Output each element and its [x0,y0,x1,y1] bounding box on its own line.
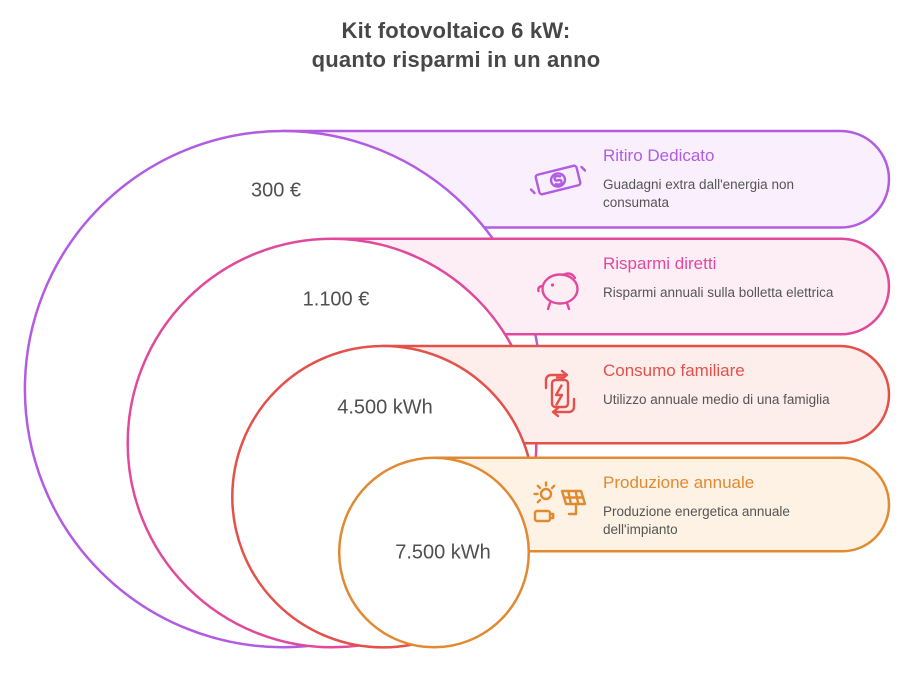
card-title-ritiro-dedicato: Ritiro Dedicato [603,146,715,165]
card-text-consumo-familiare: Consumo familiare Utilizzo annuale medio… [603,360,841,409]
card-shape-produzione-annuale [432,456,891,553]
card-description-consumo-familiare: Utilizzo annuale medio di una famiglia [603,392,830,407]
card-text-ritiro-dedicato: Ritiro Dedicato Guadagni extra dall'ener… [603,145,841,212]
piggy-bank-icon [537,272,579,311]
circle-produzione-annuale [337,456,531,649]
value-label-consumo-familiare: 4.500 kWh [337,396,433,419]
card-description-risparmi-diretti: Risparmi annuali sulla bolletta elettric… [603,285,834,300]
value-label-risparmi-diretti: 1.100 € [302,288,370,311]
ring-produzione-annuale [337,456,891,649]
card-description-produzione-annuale: Produzione energetica annuale dell'impia… [603,504,790,537]
value-label-produzione-annuale: 7.500 kWh [395,541,491,564]
page-title: Kit fotovoltaico 6 kW: quanto risparmi i… [311,18,601,72]
card-description-ritiro-dedicato: Guadagni extra dall'energia non consumat… [603,177,794,210]
battery-recycle-icon [544,369,576,418]
card-title-consumo-familiare: Consumo familiare [603,361,745,380]
value-label-ritiro-dedicato: 300 € [250,179,302,202]
solar-panel-icon [533,481,587,523]
card-text-risparmi-diretti: Risparmi diretti Risparmi annuali sulla … [603,253,841,302]
card-text-produzione-annuale: Produzione annuale Produzione energetica… [603,472,841,539]
money-payout-icon [529,164,587,196]
card-title-produzione-annuale: Produzione annuale [603,473,755,492]
card-title-risparmi-diretti: Risparmi diretti [603,254,717,273]
